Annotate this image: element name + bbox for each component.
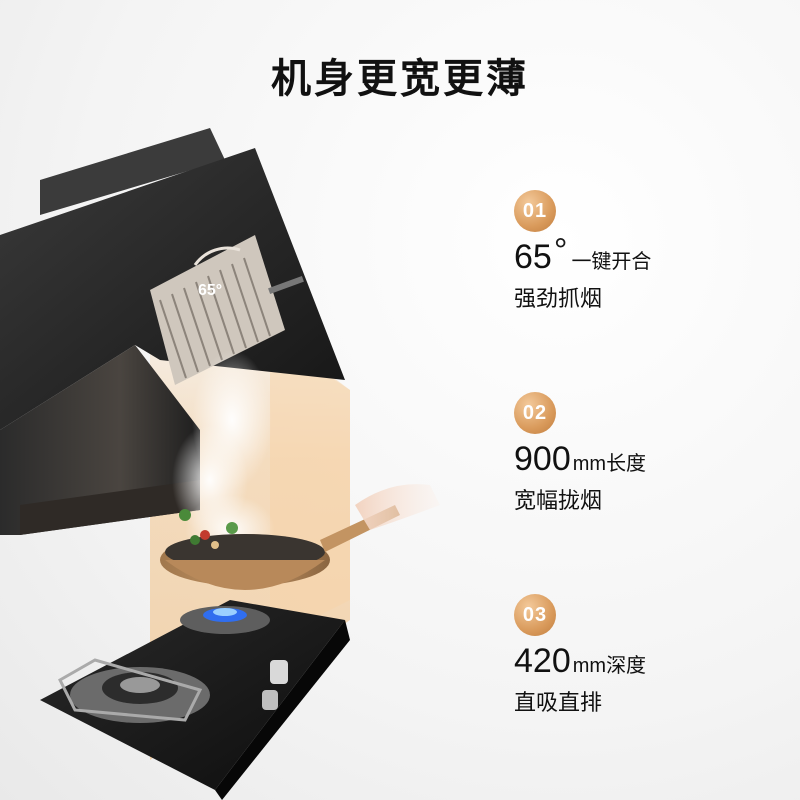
feature-unit: mm bbox=[572, 655, 607, 677]
feature-number-badge: 02 bbox=[514, 392, 556, 434]
feature-2: 02 900 mm 长度 宽幅拢烟 bbox=[514, 392, 646, 515]
feature-degree: ° bbox=[553, 232, 568, 270]
feature-text: 深度 bbox=[606, 655, 647, 677]
feature-value: 65 bbox=[514, 238, 552, 276]
angle-label: 65° bbox=[198, 282, 222, 299]
feature-number-badge: 01 bbox=[514, 190, 556, 232]
feature-subtitle: 强劲抓烟 bbox=[514, 286, 603, 311]
feature-value: 900 bbox=[514, 440, 571, 478]
feature-text: 长度 bbox=[606, 453, 647, 475]
feature-value: 420 bbox=[514, 642, 571, 680]
feature-subtitle: 直吸直排 bbox=[514, 690, 603, 715]
knob bbox=[270, 660, 288, 684]
feature-number-badge: 03 bbox=[514, 594, 556, 636]
feature-text: 一键开合 bbox=[571, 251, 652, 273]
hood-top bbox=[40, 128, 225, 215]
hood-filter bbox=[150, 235, 285, 385]
hand bbox=[355, 484, 440, 530]
feature-1: 01 65 ° 一键开合 强劲抓烟 bbox=[514, 190, 651, 313]
feature-3: 03 420 mm 深度 直吸直排 bbox=[514, 594, 646, 717]
feature-unit: mm bbox=[572, 453, 607, 475]
page-title: 机身更宽更薄 bbox=[271, 57, 529, 101]
feature-subtitle: 宽幅拢烟 bbox=[514, 488, 603, 513]
